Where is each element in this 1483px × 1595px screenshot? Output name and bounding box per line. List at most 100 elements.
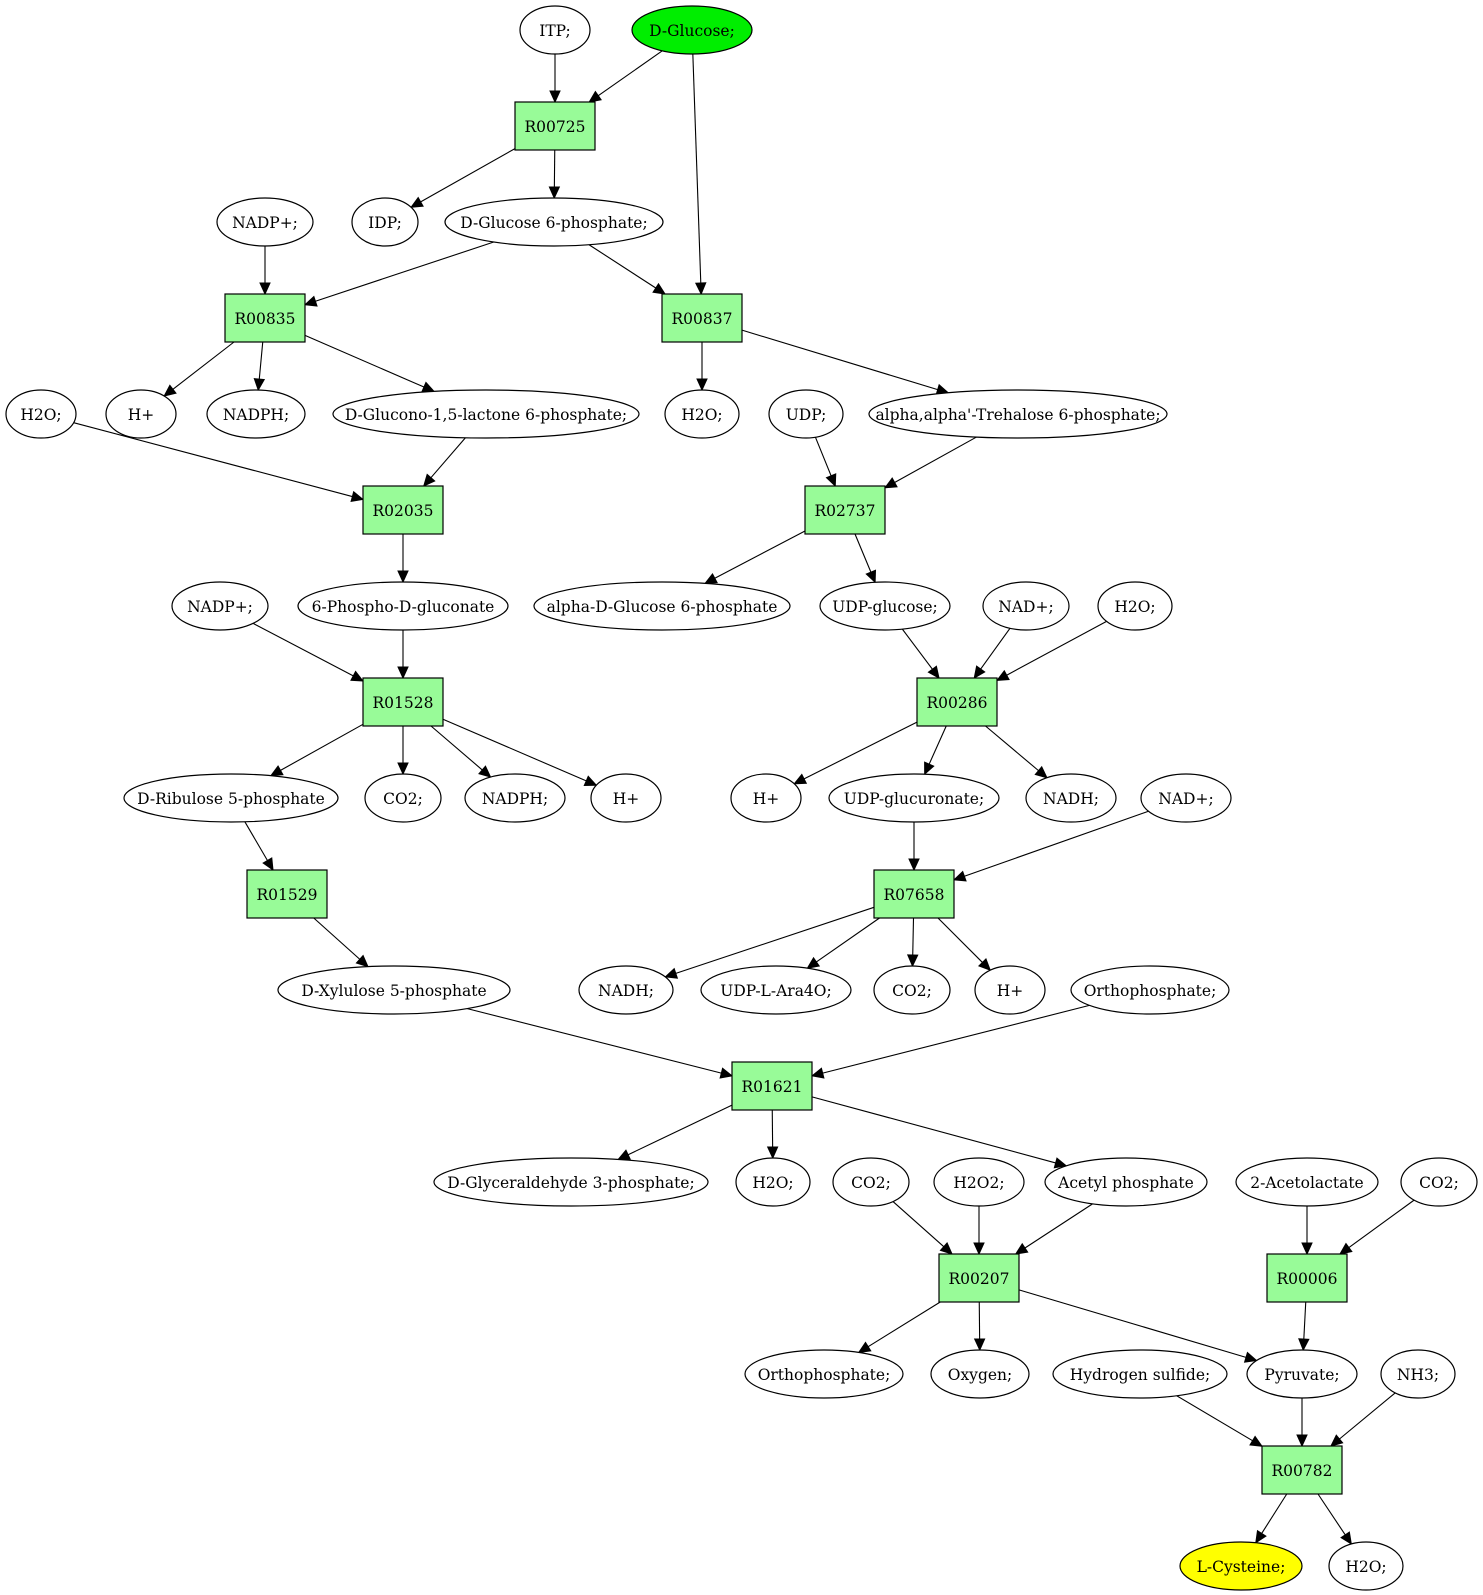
- reaction-node-r01621: R01621: [731, 1061, 813, 1111]
- compound-ellipse: [933, 1157, 1025, 1207]
- edge-line: [980, 627, 1011, 670]
- node-label: NADH;: [598, 982, 654, 1000]
- compound-ellipse: [519, 5, 591, 55]
- compound-ellipse: [444, 197, 664, 247]
- compound-node-h2o4: H2O;: [735, 1157, 811, 1207]
- compound-ellipse: [664, 389, 740, 439]
- start-compound-ellipse: [631, 5, 753, 55]
- edge-line: [822, 1004, 1090, 1074]
- edge-line: [964, 810, 1149, 877]
- compound-node-h2o5: H2O;: [1328, 1541, 1404, 1591]
- edge-ribulose-to-r01529: [244, 821, 274, 872]
- arrowhead: [1298, 1338, 1310, 1352]
- compound-node-oxygen: Oxygen;: [930, 1349, 1030, 1399]
- edge-udpglucose-to-r00286: [901, 628, 940, 679]
- edge-line: [1024, 1203, 1093, 1249]
- edge-xylulose-to-r01621: [467, 1008, 734, 1079]
- edge-g6p-to-r00837: [588, 244, 667, 295]
- edge-r02737-to-udpglucose: [854, 533, 877, 584]
- arrowhead: [1243, 1351, 1258, 1363]
- edge-r01529-to-xylulose: [313, 917, 369, 968]
- arrowhead: [1053, 1157, 1068, 1169]
- node-label: UDP;: [786, 406, 827, 424]
- arrowhead: [704, 572, 718, 584]
- compound-ellipse: [1025, 773, 1117, 823]
- compound-node-phosphogluconate: 6-Phospho-D-gluconate: [297, 581, 509, 631]
- node-label: R00006: [1277, 1270, 1338, 1288]
- arrowhead: [397, 762, 409, 776]
- compound-node-xylulose: D-Xylulose 5-phosphate: [277, 965, 511, 1015]
- compound-node-hplus1: H+: [105, 389, 177, 439]
- arrowhead: [973, 665, 986, 679]
- compound-node-ortho2: Orthophosphate;: [744, 1349, 904, 1399]
- arrowhead: [952, 870, 967, 882]
- arrowhead: [696, 378, 708, 392]
- edge-r00286-to-udpglucuronate: [924, 725, 947, 776]
- compound-ellipse: [578, 965, 674, 1015]
- node-label: ITP;: [539, 22, 571, 40]
- edge-r00725-to-idp: [410, 148, 516, 208]
- arrowhead: [397, 570, 409, 584]
- edge-h2o1-to-r02035: [73, 422, 365, 503]
- node-label: H2O;: [752, 1174, 793, 1192]
- edge-udpglucuronate-to-r07658: [908, 822, 920, 872]
- compound-ellipse: [533, 581, 791, 631]
- arrowhead: [1330, 1434, 1344, 1447]
- node-label: L-Cysteine;: [1197, 1558, 1286, 1576]
- edge-r00782-to-cysteine: [1255, 1493, 1288, 1544]
- compound-ellipse: [1400, 1157, 1478, 1207]
- compound-ellipse: [1328, 1541, 1404, 1591]
- edge-r01528-to-ribulose: [269, 723, 364, 777]
- arrowhead: [908, 858, 920, 872]
- compound-node-h2o2b: H2O2;: [933, 1157, 1025, 1207]
- edge-nh3-to-r00782: [1330, 1392, 1396, 1447]
- reaction-node-r02737: R02737: [804, 485, 886, 535]
- edge-line: [937, 917, 983, 963]
- arrowhead: [478, 765, 492, 778]
- node-label: Hydrogen sulfide;: [1070, 1366, 1211, 1384]
- compound-ellipse: [433, 1157, 709, 1207]
- edge-glucono-to-r02035: [422, 437, 466, 487]
- edge-line: [867, 1301, 941, 1348]
- arrowhead: [583, 775, 598, 786]
- edge-co2d-to-r00006: [1339, 1199, 1415, 1255]
- arrowhead: [1340, 1531, 1352, 1545]
- compound-node-h2o3: H2O;: [1097, 581, 1173, 631]
- arrowhead: [1296, 1434, 1308, 1448]
- reaction-node-r01529: R01529: [246, 869, 328, 919]
- reaction-node-r00835: R00835: [224, 293, 306, 343]
- node-label: H2O;: [1345, 1558, 1386, 1576]
- nodes-layer: ITP;D-Glucose;R00725NADP+;IDP;D-Glucose …: [5, 5, 1478, 1591]
- edge-nadp1-to-r00835: [259, 246, 271, 296]
- compound-ellipse: [873, 965, 951, 1015]
- edge-line: [854, 533, 872, 573]
- compound-node-trehalose: alpha,alpha'-Trehalose 6-phosphate;: [868, 389, 1168, 439]
- edge-line: [627, 1104, 733, 1156]
- edge-line: [814, 437, 832, 477]
- node-label: 2-Acetolactate: [1250, 1174, 1363, 1192]
- compound-ellipse: [1380, 1349, 1456, 1399]
- edges-layer: [73, 50, 1415, 1545]
- compound-node-hplus2: H+: [590, 773, 662, 823]
- compound-node-nh3: NH3;: [1380, 1349, 1456, 1399]
- edge-r00286-to-nadh1: [985, 725, 1048, 779]
- compound-node-adg6p: alpha-D-Glucose 6-phosphate: [533, 581, 791, 631]
- edge-r07658-to-hplus4: [937, 917, 992, 972]
- arrowhead: [865, 569, 877, 584]
- compound-ellipse: [744, 1349, 904, 1399]
- reaction-node-r00782: R00782: [1261, 1445, 1343, 1495]
- node-label: IDP;: [368, 214, 402, 232]
- node-label: 6-Phospho-D-gluconate: [312, 598, 495, 616]
- edge-line: [675, 906, 875, 974]
- node-label: H+: [128, 406, 155, 424]
- reaction-node-r00837: R00837: [661, 293, 743, 343]
- compound-node-acetylp: Acetyl phosphate: [1044, 1157, 1208, 1207]
- arrowhead: [303, 295, 318, 307]
- edge-h2o2b-to-r00207: [973, 1206, 985, 1256]
- node-label: NADP+;: [232, 214, 298, 232]
- edge-r00835-to-hplus1: [163, 341, 235, 397]
- edge-line: [928, 725, 947, 765]
- node-label: H2O;: [1114, 598, 1155, 616]
- edge-line: [315, 241, 494, 302]
